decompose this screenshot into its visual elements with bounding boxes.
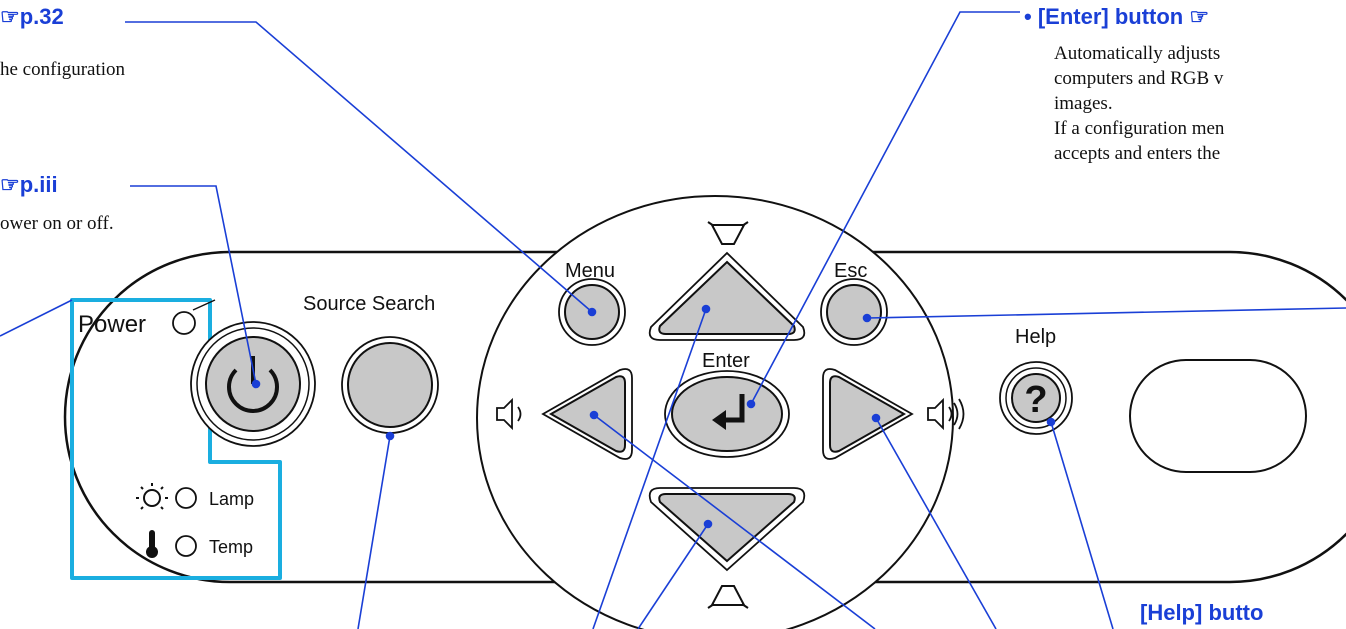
bullet: •	[1024, 4, 1032, 29]
source-search-label: Source Search	[303, 293, 435, 315]
menu-page-ref[interactable]: ☞p.32	[0, 4, 64, 29]
power-indicator-light	[172, 311, 196, 335]
thermometer-icon	[146, 530, 158, 558]
left-arrow-button[interactable]	[541, 368, 633, 460]
pointing-hand-icon: ☞	[0, 172, 20, 197]
pointing-hand-icon: ☞	[0, 4, 20, 29]
menu-description: he configuration	[0, 59, 126, 80]
enter-button-heading: • [Enter] button ☞	[1024, 4, 1210, 29]
pointing-hand-icon: ☞	[1189, 4, 1210, 29]
power-description: ower on or off.	[0, 213, 114, 234]
keystone-top-icon	[707, 221, 749, 245]
speaker-high-icon	[927, 397, 965, 431]
right-arrow-button[interactable]	[822, 368, 914, 460]
esc-button[interactable]	[820, 278, 888, 346]
return-arrow-icon	[712, 394, 745, 430]
question-mark-icon: ?	[1024, 379, 1047, 421]
leader-lines	[0, 11, 1346, 629]
sun-lamp-icon	[136, 483, 168, 510]
power-label: Power	[78, 311, 146, 338]
enter-button[interactable]	[664, 370, 790, 458]
enter-label: Enter	[702, 350, 750, 372]
enter-description: Automatically adjusts computers and RGB …	[1054, 43, 1225, 164]
help-button[interactable]: ?	[999, 361, 1073, 435]
temp-indicator-light	[175, 535, 197, 557]
esc-label: Esc	[834, 260, 867, 282]
down-arrow-button[interactable]	[648, 487, 806, 572]
lamp-label: Lamp	[209, 489, 254, 509]
lamp-indicator-light	[175, 487, 197, 509]
source-search-button[interactable]	[341, 336, 439, 434]
speaker-low-icon	[496, 397, 522, 431]
keystone-bottom-icon	[707, 585, 749, 609]
help-button-heading: [Help] butto	[1140, 600, 1264, 625]
indicator-highlight	[70, 298, 282, 580]
menu-label: Menu	[565, 260, 615, 282]
receiver-window	[1129, 359, 1307, 473]
help-label: Help	[1015, 326, 1056, 348]
temp-label: Temp	[209, 537, 253, 557]
up-arrow-button[interactable]	[648, 251, 806, 341]
power-page-ref[interactable]: ☞p.iii	[0, 172, 58, 197]
